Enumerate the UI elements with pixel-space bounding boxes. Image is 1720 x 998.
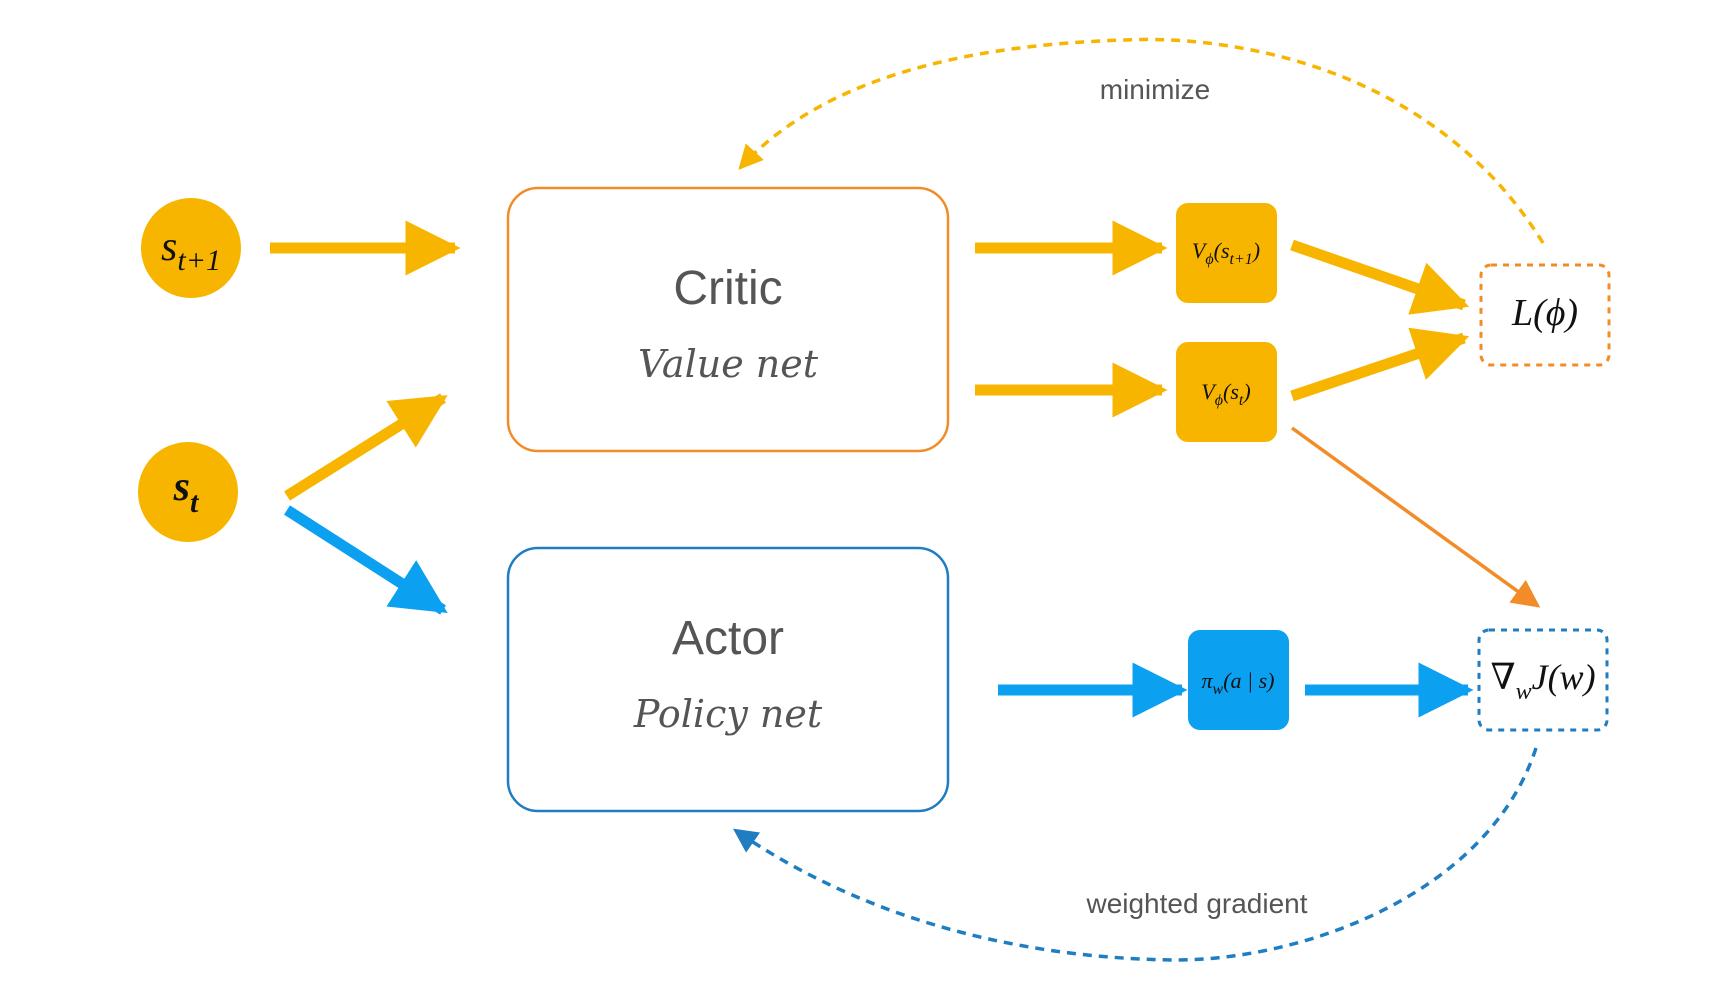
state-now-base: s: [173, 464, 190, 510]
gradient-sub: w: [1516, 679, 1532, 705]
state-next-base: s: [161, 224, 177, 270]
value-now-node: Vϕ(st): [1176, 342, 1277, 442]
critic-title: Critic: [673, 262, 782, 315]
arrow-minimize-feedback: [738, 37, 1545, 244]
arrow-weighted-gradient-feedback: [732, 747, 1538, 962]
loss-node: L(ϕ): [1479, 263, 1611, 367]
state-next-node: st+1: [141, 198, 241, 298]
value-now-func-sub: ϕ: [1215, 392, 1223, 409]
arrow-value-next-to-loss: [1290, 239, 1470, 315]
value-next-arg-sub: t+1: [1230, 251, 1253, 268]
svg-text:st: st: [173, 464, 200, 519]
svg-text:πw(a | s): πw(a | s): [1202, 668, 1275, 698]
policy-func-sub: w: [1213, 681, 1224, 698]
arrow-value-now-to-loss: [1290, 327, 1470, 402]
value-next-func: V: [1192, 238, 1208, 263]
svg-text:Vϕ(st): Vϕ(st): [1201, 379, 1250, 409]
value-now-func: V: [1201, 379, 1217, 404]
gradient-rest: J(w): [1532, 657, 1596, 697]
actor-box: Actor Policy net: [506, 546, 950, 813]
svg-text:st+1: st+1: [161, 224, 221, 277]
state-now-node: st: [138, 442, 238, 542]
svg-text:Vϕ(st+1): Vϕ(st+1): [1192, 238, 1260, 268]
value-now-arg: s: [1230, 379, 1239, 404]
weighted-gradient-label: weighted gradient: [1085, 888, 1307, 919]
minimize-label: minimize: [1100, 74, 1210, 105]
state-now-subscript: t: [190, 486, 200, 519]
gradient-node: ∇wJ(w): [1477, 628, 1609, 732]
critic-box: Critic Value net: [506, 186, 950, 453]
value-next-arg: s: [1221, 238, 1230, 263]
policy-args: (a | s): [1223, 668, 1274, 693]
arrow-value-now-to-gradient: [1290, 426, 1541, 608]
policy-func: π: [1202, 668, 1214, 693]
value-next-func-sub: ϕ: [1205, 251, 1213, 268]
state-next-subscript: t+1: [177, 244, 221, 277]
gradient-nabla: ∇: [1490, 657, 1515, 697]
arrow-state-now-to-actor: [284, 505, 448, 615]
policy-node: πw(a | s): [1188, 630, 1289, 730]
arrow-state-now-to-critic: [284, 393, 448, 501]
value-next-node: Vϕ(st+1): [1176, 203, 1277, 303]
loss-label: L(ϕ): [1511, 292, 1578, 334]
actor-title: Actor: [672, 612, 784, 665]
actor-subtitle: Policy net: [633, 692, 823, 736]
svg-text:∇wJ(w): ∇wJ(w): [1490, 657, 1595, 705]
critic-subtitle: Value net: [638, 342, 819, 386]
value-now-arg-sub: t: [1239, 392, 1244, 409]
